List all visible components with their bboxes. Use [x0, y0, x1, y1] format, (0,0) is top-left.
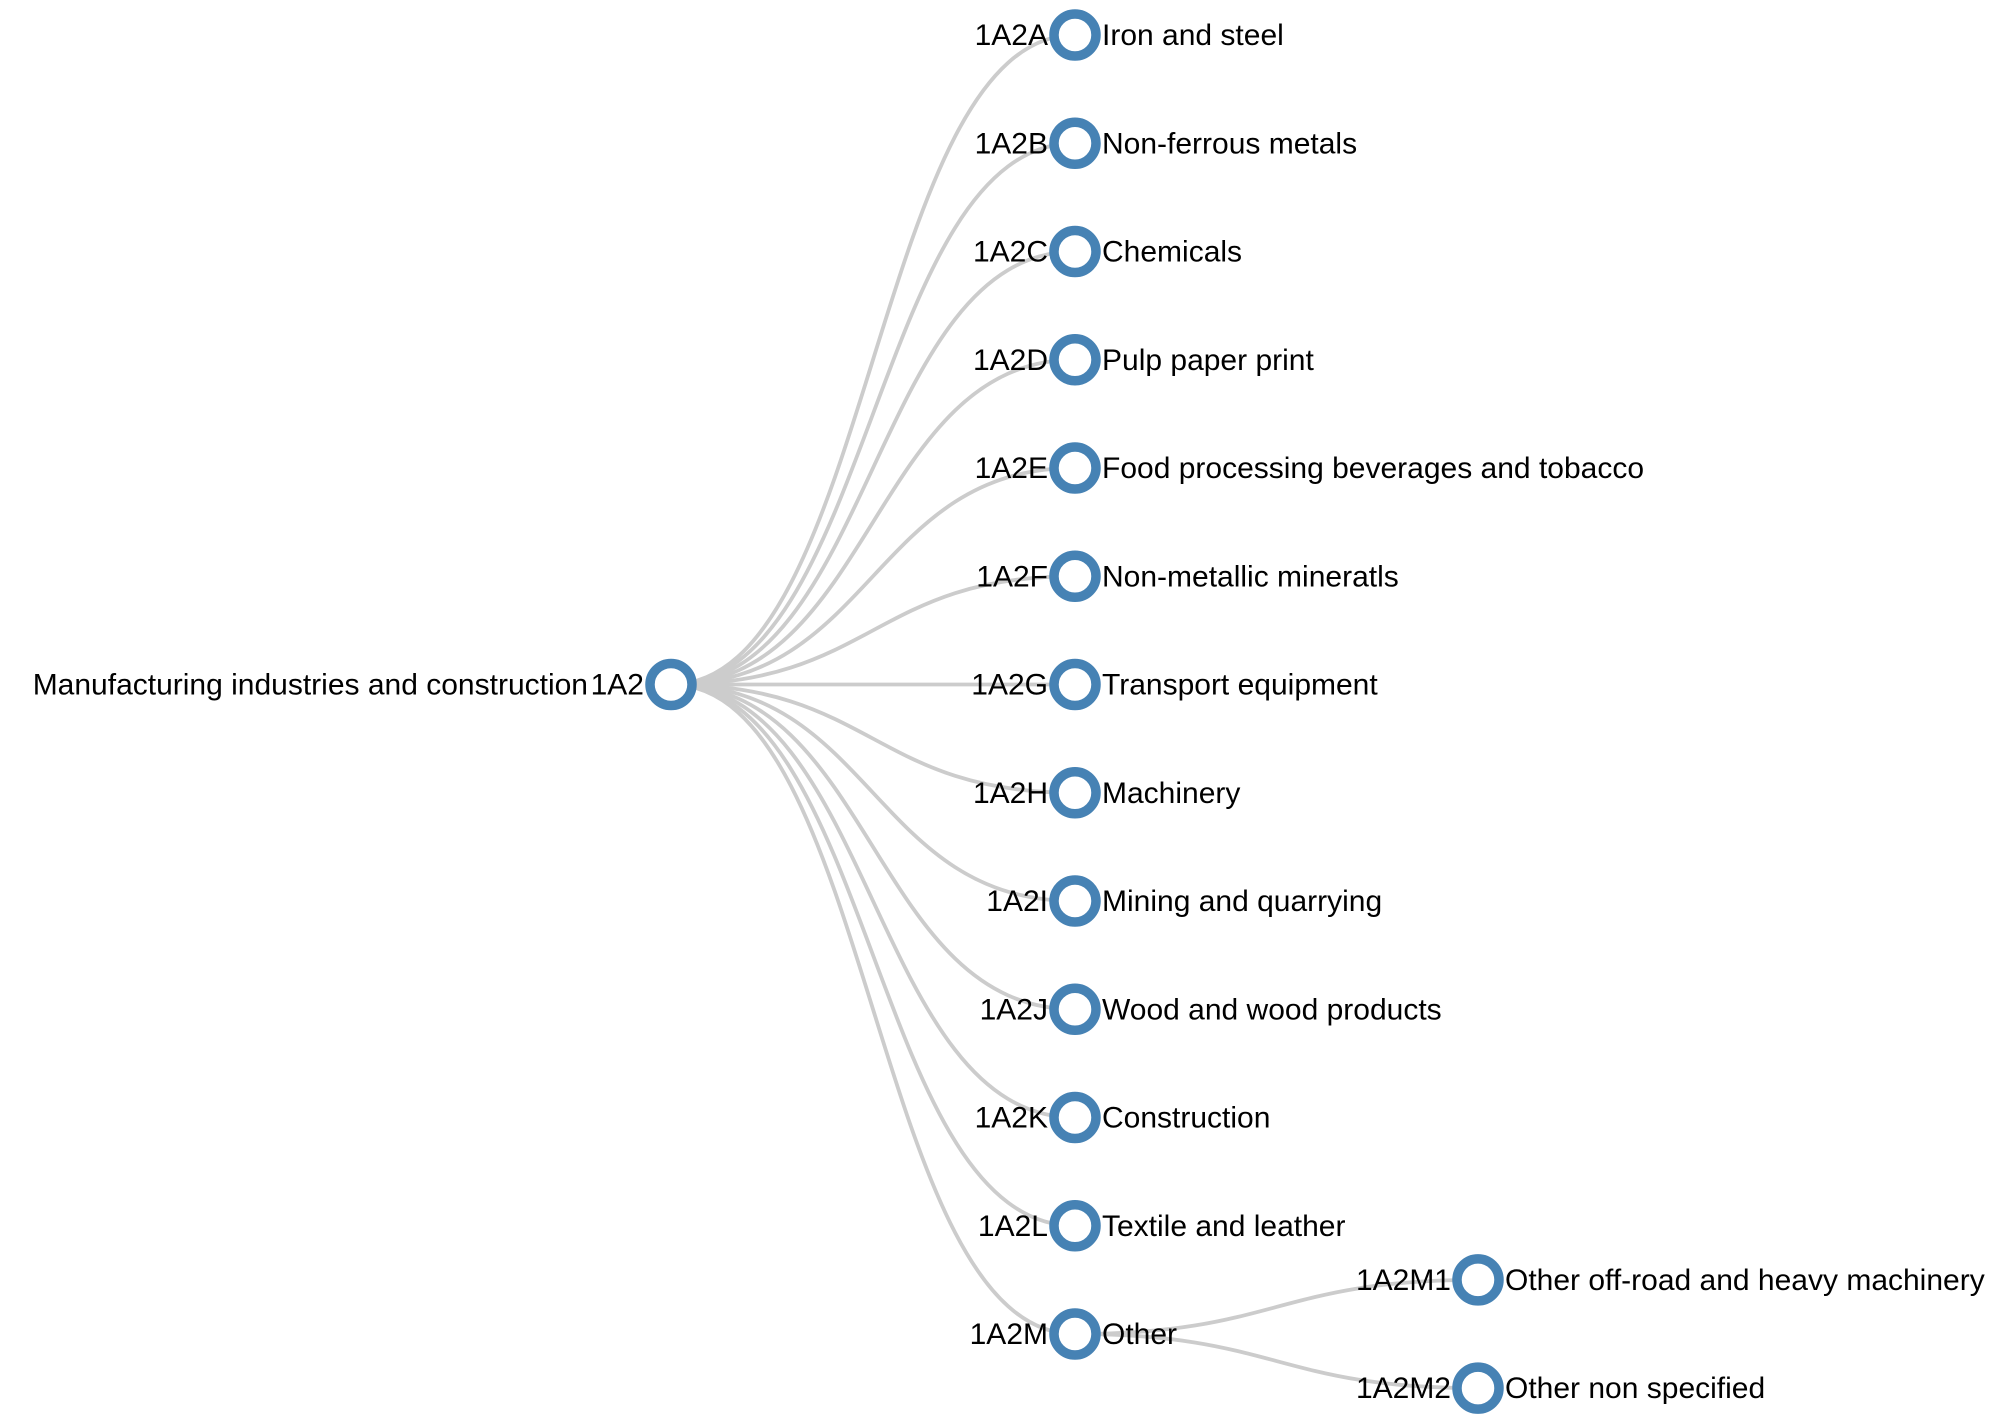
node-circle-icon[interactable] — [1049, 875, 1101, 927]
tree-node-1a2b[interactable]: 1A2B Non-ferrous metals — [975, 117, 1357, 169]
node-code-label: 1A2E — [975, 452, 1048, 485]
node-name-label: Construction — [1102, 1102, 1270, 1135]
node-circle-icon[interactable] — [645, 658, 697, 711]
node-circle-icon[interactable] — [1049, 9, 1101, 61]
node-circle-icon[interactable] — [1049, 117, 1101, 169]
node-name-label: Other off-road and heavy machinery — [1505, 1264, 1985, 1297]
tree-node-1a2h[interactable]: 1A2H Machinery — [973, 767, 1240, 819]
node-code-label: 1A2M — [970, 1318, 1048, 1351]
node-code-label: 1A2L — [978, 1210, 1048, 1243]
node-circle-icon[interactable] — [1049, 983, 1101, 1035]
node-name-label: Food processing beverages and tobacco — [1102, 452, 1644, 485]
node-circle-icon[interactable] — [1049, 225, 1101, 278]
link-1a2-to-1a2l — [670, 682, 1076, 1228]
node-circle-icon[interactable] — [1049, 1091, 1101, 1144]
link-1a2m-to-1a2m2 — [1074, 1332, 1479, 1391]
tree-node-1a2m1[interactable]: 1A2M1 Other off-road and heavy machinery — [1356, 1254, 1985, 1306]
link-1a2-to-1a2e — [670, 466, 1076, 687]
tree-node-1a2l[interactable]: 1A2L Textile and leather — [978, 1200, 1346, 1252]
node-code-label: 1A2H — [973, 777, 1048, 810]
tree-node-1a2m[interactable]: 1A2M Other — [970, 1308, 1177, 1360]
node-code-label: 1A2F — [976, 560, 1048, 593]
node-code-label: 1A2 — [591, 669, 644, 702]
node-code-label: 1A2M2 — [1356, 1372, 1451, 1405]
tree-node-1a2d[interactable]: 1A2D Pulp paper print — [973, 334, 1315, 386]
link-1a2-to-1a2i — [670, 682, 1076, 903]
node-code-label: 1A2M1 — [1356, 1264, 1451, 1297]
node-code-label: 1A2C — [973, 236, 1048, 269]
link-1a2-to-1a2k — [670, 682, 1076, 1120]
node-circle-icon[interactable] — [1049, 442, 1101, 494]
node-name-label: Manufacturing industries and constructio… — [33, 669, 588, 702]
node-code-label: 1A2I — [986, 885, 1048, 918]
node-name-label: Non-ferrous metals — [1102, 127, 1357, 160]
tree-node-1a2k[interactable]: 1A2K Construction — [975, 1091, 1271, 1144]
node-circle-icon[interactable] — [1049, 550, 1101, 602]
tree-node-1a2c[interactable]: 1A2C Chemicals — [973, 225, 1242, 278]
node-name-label: Mining and quarrying — [1102, 885, 1382, 918]
node-circle-icon[interactable] — [1452, 1362, 1504, 1414]
link-1a2-to-1a2j — [670, 682, 1076, 1012]
node-name-label: Textile and leather — [1102, 1210, 1346, 1243]
node-name-label: Chemicals — [1102, 236, 1242, 269]
tree-node-1a2e[interactable]: 1A2E Food processing beverages and tobacc… — [975, 442, 1644, 494]
tree-node-1a2g[interactable]: 1A2G Transport equipment — [971, 658, 1378, 711]
tree-node-1a2a[interactable]: 1A2A Iron and steel — [975, 9, 1284, 61]
tree-node-1a2m2[interactable]: 1A2M2 Other non specified — [1356, 1362, 1765, 1414]
node-code-label: 1A2K — [975, 1102, 1048, 1135]
node-name-label: Pulp paper print — [1102, 344, 1314, 377]
node-name-label: Transport equipment — [1102, 669, 1378, 702]
link-1a2-to-1a2m — [670, 682, 1076, 1336]
tree-node-1a2i[interactable]: 1A2I Mining and quarrying — [986, 875, 1382, 927]
node-name-label: Non-metallic mineratls — [1102, 560, 1399, 593]
link-1a2m-to-1a2m1 — [1074, 1277, 1479, 1336]
link-1a2-to-1a2b — [670, 141, 1076, 687]
node-name-label: Wood and wood products — [1102, 993, 1442, 1026]
node-code-label: 1A2B — [975, 127, 1048, 160]
link-1a2-to-1a2f — [670, 574, 1076, 687]
node-name-label: Other non specified — [1505, 1372, 1765, 1405]
tree-node-1a2j[interactable]: 1A2J Wood and wood products — [980, 983, 1442, 1035]
node-circle-icon[interactable] — [1049, 658, 1101, 711]
tree-links — [670, 33, 1479, 1391]
node-circle-icon[interactable] — [1049, 767, 1101, 819]
node-code-label: 1A2D — [973, 344, 1048, 377]
link-1a2-to-1a2h — [670, 682, 1076, 795]
tree-node-1a2f[interactable]: 1A2F Non-metallic mineratls — [976, 550, 1399, 602]
link-1a2-to-1a2a — [670, 33, 1076, 687]
node-circle-icon[interactable] — [1452, 1254, 1504, 1306]
node-name-label: Iron and steel — [1102, 19, 1284, 52]
node-name-label: Machinery — [1102, 777, 1240, 810]
link-1a2-to-1a2c — [670, 249, 1076, 687]
node-circle-icon[interactable] — [1049, 334, 1101, 386]
link-1a2-to-1a2d — [670, 357, 1076, 687]
node-code-label: 1A2A — [975, 19, 1048, 52]
node-code-label: 1A2G — [971, 669, 1048, 702]
node-name-label: Other — [1102, 1318, 1177, 1351]
node-circle-icon[interactable] — [1049, 1308, 1101, 1360]
node-code-label: 1A2J — [980, 993, 1048, 1026]
node-circle-icon[interactable] — [1049, 1200, 1101, 1252]
